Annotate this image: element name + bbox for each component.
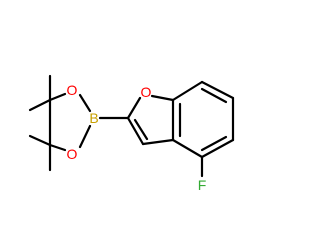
bond-o-c7a — [150, 94, 175, 102]
bond-c7-c6-double — [200, 87, 228, 104]
bond-c7-c6 — [200, 80, 235, 100]
atom-label-furan-oxygen: O — [141, 84, 152, 100]
bond-c2-c3 — [126, 116, 145, 146]
benzene-ring — [171, 80, 235, 159]
bond-c4-c3a — [171, 138, 204, 159]
bond-c5-c4-double — [200, 135, 228, 152]
atom-label-fluorine: F — [198, 177, 207, 193]
atom-label-oxygen-upper: O — [67, 82, 78, 98]
structure-canvas: O O B O F — [28, 74, 235, 193]
bond-o2-c2 — [48, 143, 67, 152]
bond-c5-c4 — [200, 138, 235, 159]
bond-c3-c3a — [141, 138, 175, 146]
bond-c2-c3-double — [133, 118, 149, 141]
bond-c7a-c7 — [171, 80, 204, 102]
bond-c1-o1 — [48, 92, 67, 102]
bond-c2-o — [126, 96, 142, 120]
atom-label-oxygen-lower: O — [67, 146, 78, 162]
dioxaborolane-ring — [28, 74, 92, 172]
furan-ring — [126, 94, 175, 146]
atom-label-boron: B — [89, 110, 98, 126]
bond-c1-methyl-left — [28, 98, 52, 112]
bond-b-o2 — [78, 124, 92, 149]
bond-o1-b — [78, 93, 92, 113]
molecule-structure: O O B O F — [28, 74, 235, 193]
bond-c2-methyl-left — [28, 134, 52, 147]
